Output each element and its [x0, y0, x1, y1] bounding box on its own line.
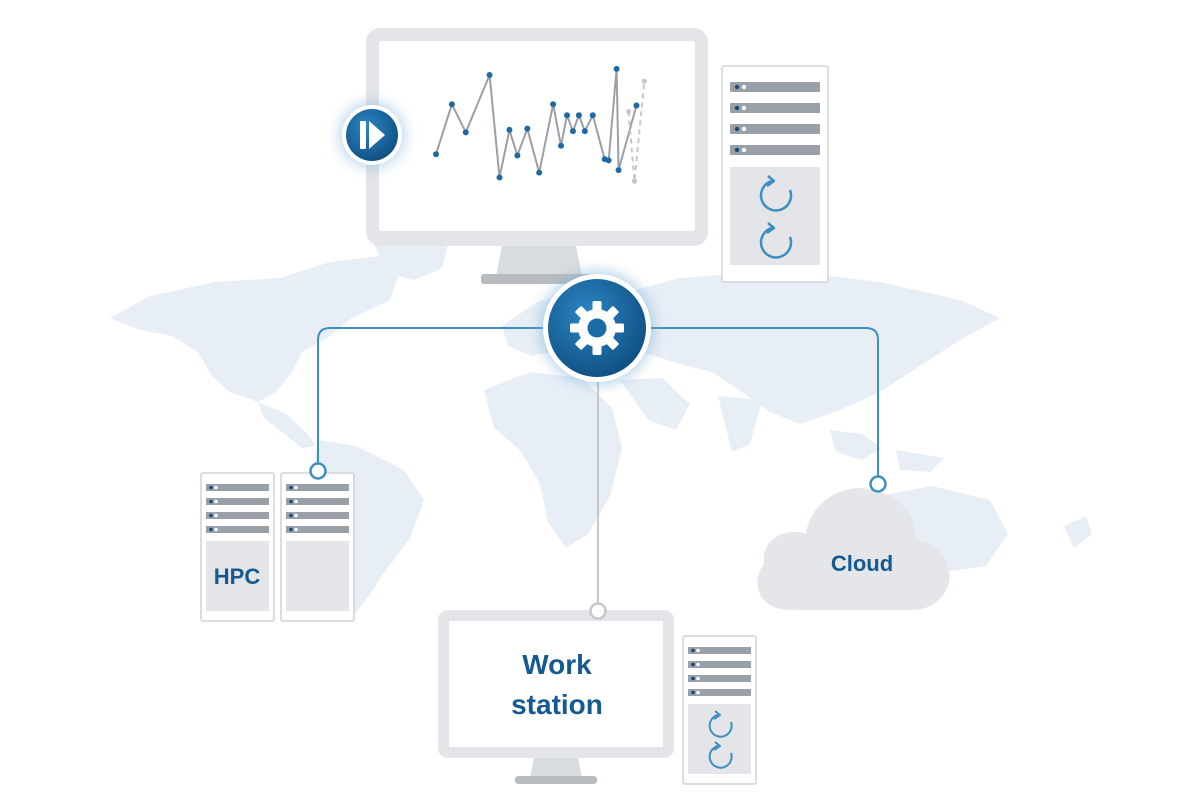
data-point	[462, 129, 469, 136]
sync-icon	[708, 741, 733, 769]
data-point	[575, 112, 582, 119]
workstation-label-line2: station	[511, 689, 603, 720]
server-rack-hpc-right	[280, 472, 355, 622]
forecast-data-point	[631, 178, 638, 184]
sync-icon	[759, 222, 793, 259]
forecast-data-point	[641, 78, 647, 84]
play-next-button[interactable]	[338, 101, 406, 169]
workstation-monitor: Work station	[438, 610, 674, 784]
connector-cloud	[650, 327, 879, 476]
server-unit	[730, 145, 820, 155]
hpc-cluster: HPC	[200, 472, 355, 622]
main-monitor	[366, 28, 708, 284]
server-unit	[730, 82, 820, 92]
server-unit	[730, 103, 820, 113]
data-point	[496, 174, 503, 181]
connector-node-workstation	[589, 602, 607, 620]
server-rack-top	[721, 65, 829, 283]
workstation-label-line1: Work	[522, 649, 592, 680]
cloud-label: Cloud	[831, 551, 893, 576]
server-unit	[730, 124, 820, 134]
sync-icon	[708, 710, 733, 738]
cloud-node: Cloud	[757, 488, 950, 610]
data-point	[589, 112, 596, 119]
cloud-shape	[757, 488, 950, 610]
data-point	[569, 128, 576, 135]
hpc-label: HPC	[214, 564, 261, 589]
data-point	[486, 72, 493, 78]
data-point	[613, 65, 620, 72]
connector-node-hpc	[309, 462, 327, 480]
server-rack-workstation	[682, 635, 757, 785]
data-point	[605, 157, 612, 164]
forecast-data-point	[625, 109, 632, 115]
data-point	[550, 101, 557, 108]
data-point	[536, 169, 543, 176]
data-point	[514, 152, 521, 159]
data-point	[506, 126, 513, 133]
controller-hub[interactable]	[539, 270, 655, 386]
data-point	[433, 151, 439, 158]
data-point	[615, 167, 622, 174]
data-point	[633, 102, 640, 109]
data-point	[563, 112, 570, 119]
server-rack-hpc-left: HPC	[200, 472, 275, 622]
play-next-icon	[360, 121, 385, 149]
connector-hpc	[317, 327, 545, 463]
data-point	[581, 128, 588, 135]
gear-icon	[570, 301, 624, 355]
monitor-line-chart	[433, 65, 647, 184]
data-point	[448, 101, 455, 108]
connector-node-cloud	[869, 475, 887, 493]
data-point	[524, 125, 531, 132]
connector-lines	[317, 327, 879, 604]
forecast-series-line	[627, 81, 646, 182]
data-point	[558, 142, 565, 149]
sync-icon	[759, 175, 793, 212]
